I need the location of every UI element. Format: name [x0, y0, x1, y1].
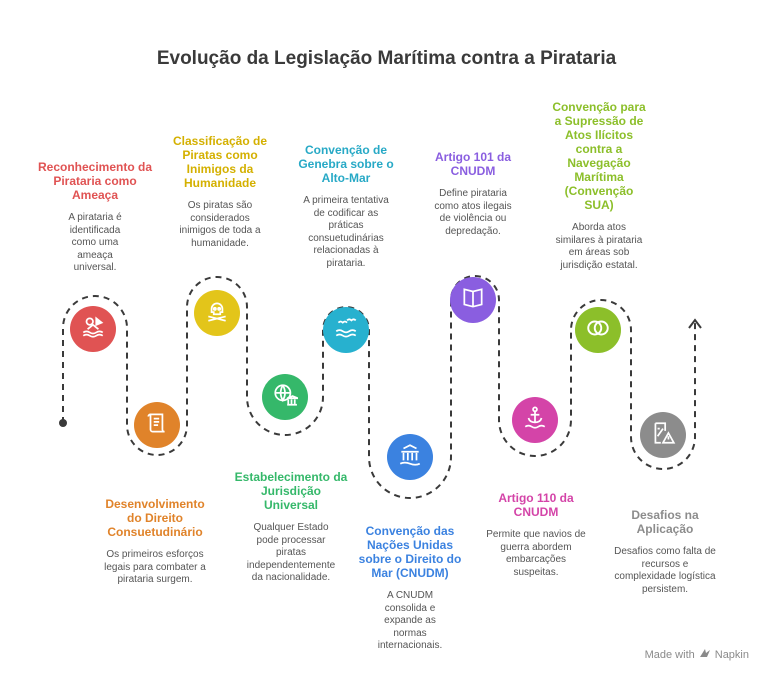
- step-7-node: [450, 277, 496, 323]
- step-1-desc: A pirataria é identificada como uma amea…: [68, 212, 122, 273]
- step-1-label: Reconhecimento da Pirataria como Ameaça …: [30, 160, 160, 275]
- step-6-desc: A CNUDM consolida e expande as normas in…: [377, 590, 443, 651]
- step-8-node: [512, 397, 558, 443]
- step-1-node: [70, 306, 116, 352]
- step-2-title: Desenvolvimento do Direito Consuetudinár…: [105, 497, 205, 539]
- step-7-desc: Define pirataria como atos ilegais de vi…: [434, 188, 512, 237]
- step-3-title: Classificação de Piratas como Inimigos d…: [172, 134, 268, 190]
- step-5-desc: A primeira tentativa de codificar as prá…: [303, 195, 389, 269]
- step-8-desc: Permite que navios de guerra abordem emb…: [486, 529, 586, 578]
- made-with-napkin[interactable]: Made with Napkin: [645, 647, 749, 662]
- step-6-node: [387, 434, 433, 480]
- linked-rings-icon: [585, 315, 611, 346]
- step-9-node: [575, 307, 621, 353]
- step-4-label: Estabelecimento da Jurisdição Universal …: [226, 470, 356, 585]
- united-nations-icon: [397, 442, 423, 473]
- step-9-label: Convenção para a Supressão de Atos Ilíci…: [534, 100, 664, 272]
- step-3-desc: Os piratas são considerados inimigos de …: [179, 200, 261, 249]
- step-10-title: Desafios na Aplicação: [631, 508, 699, 536]
- step-5-node: [323, 307, 369, 353]
- napkin-logo-icon: [699, 647, 711, 662]
- step-2-node: [134, 402, 180, 448]
- step-2-label: Desenvolvimento do Direito Consuetudinár…: [90, 497, 220, 587]
- step-6-title: Convenção das Nações Unidas sobre o Dire…: [358, 524, 462, 580]
- step-5-title: Convenção de Genebra sobre o Alto-Mar: [298, 143, 394, 185]
- sea-birds-icon: [333, 315, 359, 346]
- step-4-title: Estabelecimento da Jurisdição Universal: [234, 470, 348, 512]
- step-7-title: Artigo 101 da CNUDM: [434, 150, 512, 178]
- pirate-ship-icon: [80, 314, 106, 345]
- step-10-node: [640, 412, 686, 458]
- step-4-node: [262, 374, 308, 420]
- skull-crossbones-icon: [204, 298, 230, 329]
- napkin-brand: Napkin: [714, 648, 749, 661]
- made-with-text: Made with: [644, 648, 695, 661]
- anchor-icon: [522, 405, 548, 436]
- warning-document-icon: [650, 420, 676, 451]
- step-6-label: Convenção das Nações Unidas sobre o Dire…: [345, 524, 475, 653]
- step-3-node: [194, 290, 240, 336]
- step-1-title: Reconhecimento da Pirataria como Ameaça: [37, 160, 153, 202]
- step-5-label: Convenção de Genebra sobre o Alto-Mar A …: [281, 143, 411, 270]
- globe-courthouse-icon: [272, 382, 299, 413]
- scroll-icon: [144, 410, 170, 441]
- page-title: Evolução da Legislação Marítima contra a…: [156, 48, 617, 69]
- step-7-label: Artigo 101 da CNUDM Define pirataria com…: [408, 150, 538, 238]
- step-10-label: Desafios na Aplicação Desafios como falt…: [600, 508, 730, 596]
- step-8-title: Artigo 110 da CNUDM: [498, 491, 574, 519]
- open-book-icon: [460, 285, 486, 316]
- step-9-title: Convenção para a Supressão de Atos Ilíci…: [552, 100, 646, 212]
- step-3-label: Classificação de Piratas como Inimigos d…: [155, 134, 285, 250]
- step-8-label: Artigo 110 da CNUDM Permite que navios d…: [471, 491, 601, 579]
- step-9-desc: Aborda atos similares à pirataria em áre…: [555, 222, 643, 271]
- step-2-desc: Os primeiros esforços legais para combat…: [104, 549, 206, 585]
- step-10-desc: Desafios como falta de recursos e comple…: [614, 546, 716, 595]
- step-4-desc: Qualquer Estado pode processar piratas i…: [246, 522, 336, 583]
